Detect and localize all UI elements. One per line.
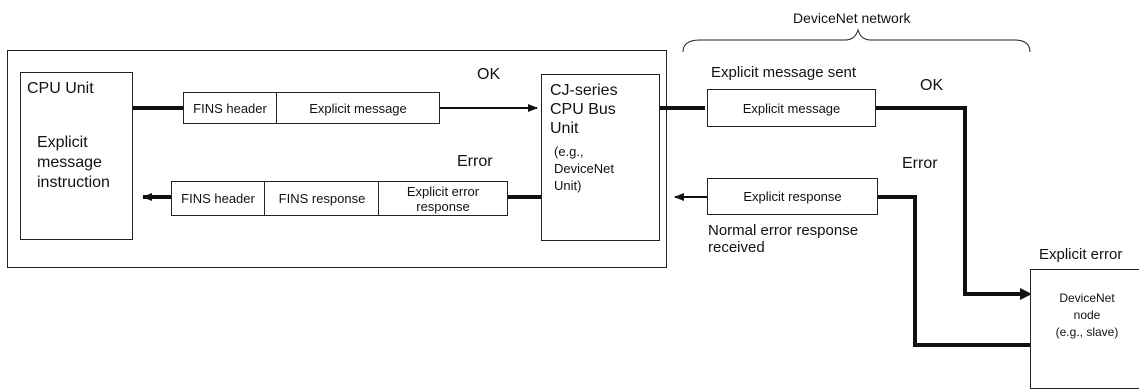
node-to-response-path: [878, 195, 1030, 347]
cpu-bus-unit-example: (e.g., DeviceNet Unit): [554, 144, 614, 193]
ok-label-right: OK: [920, 77, 944, 94]
net-explicit-response-box: Explicit response: [707, 178, 878, 215]
ok-label-left: OK: [477, 66, 501, 83]
error-label-right: Error: [902, 155, 938, 172]
cpu-unit-box: [20, 72, 133, 240]
cpu-bus-unit-title: CJ-series CPU Bus Unit: [550, 82, 618, 137]
net-explicit-message-box: Explicit message: [707, 89, 876, 127]
explicit-error-response-cell: Explicit error response: [378, 182, 507, 215]
devicenet-node-label: DeviceNet node (e.g., slave): [1055, 291, 1119, 339]
fins-response-frame: FINS header FINS response Explicit error…: [171, 181, 508, 216]
fins-command-frame: FINS header Explicit message: [183, 92, 440, 124]
devicenet-node-box: [1030, 269, 1139, 389]
cpu-unit-title: CPU Unit: [27, 80, 94, 97]
net-to-node-path: [876, 106, 1020, 296]
normal-error-label: Normal error response received: [708, 222, 859, 256]
network-brace: [682, 28, 1031, 53]
explicit-error-label: Explicit error: [1039, 246, 1123, 263]
instruction-label: Explicit message instruction: [37, 134, 110, 191]
fins-header-cell-response: FINS header: [181, 191, 255, 206]
error-label-left: Error: [457, 153, 493, 170]
fins-response-cell: FINS response: [264, 182, 379, 215]
explicit-message-cell: Explicit message: [276, 93, 439, 123]
network-label: DeviceNet network: [793, 10, 911, 26]
cpu-bus-unit-box: [541, 74, 660, 241]
message-sent-label: Explicit message sent: [711, 64, 857, 81]
fins-header-cell: FINS header: [193, 100, 267, 116]
node-arrowhead: [1020, 288, 1032, 300]
